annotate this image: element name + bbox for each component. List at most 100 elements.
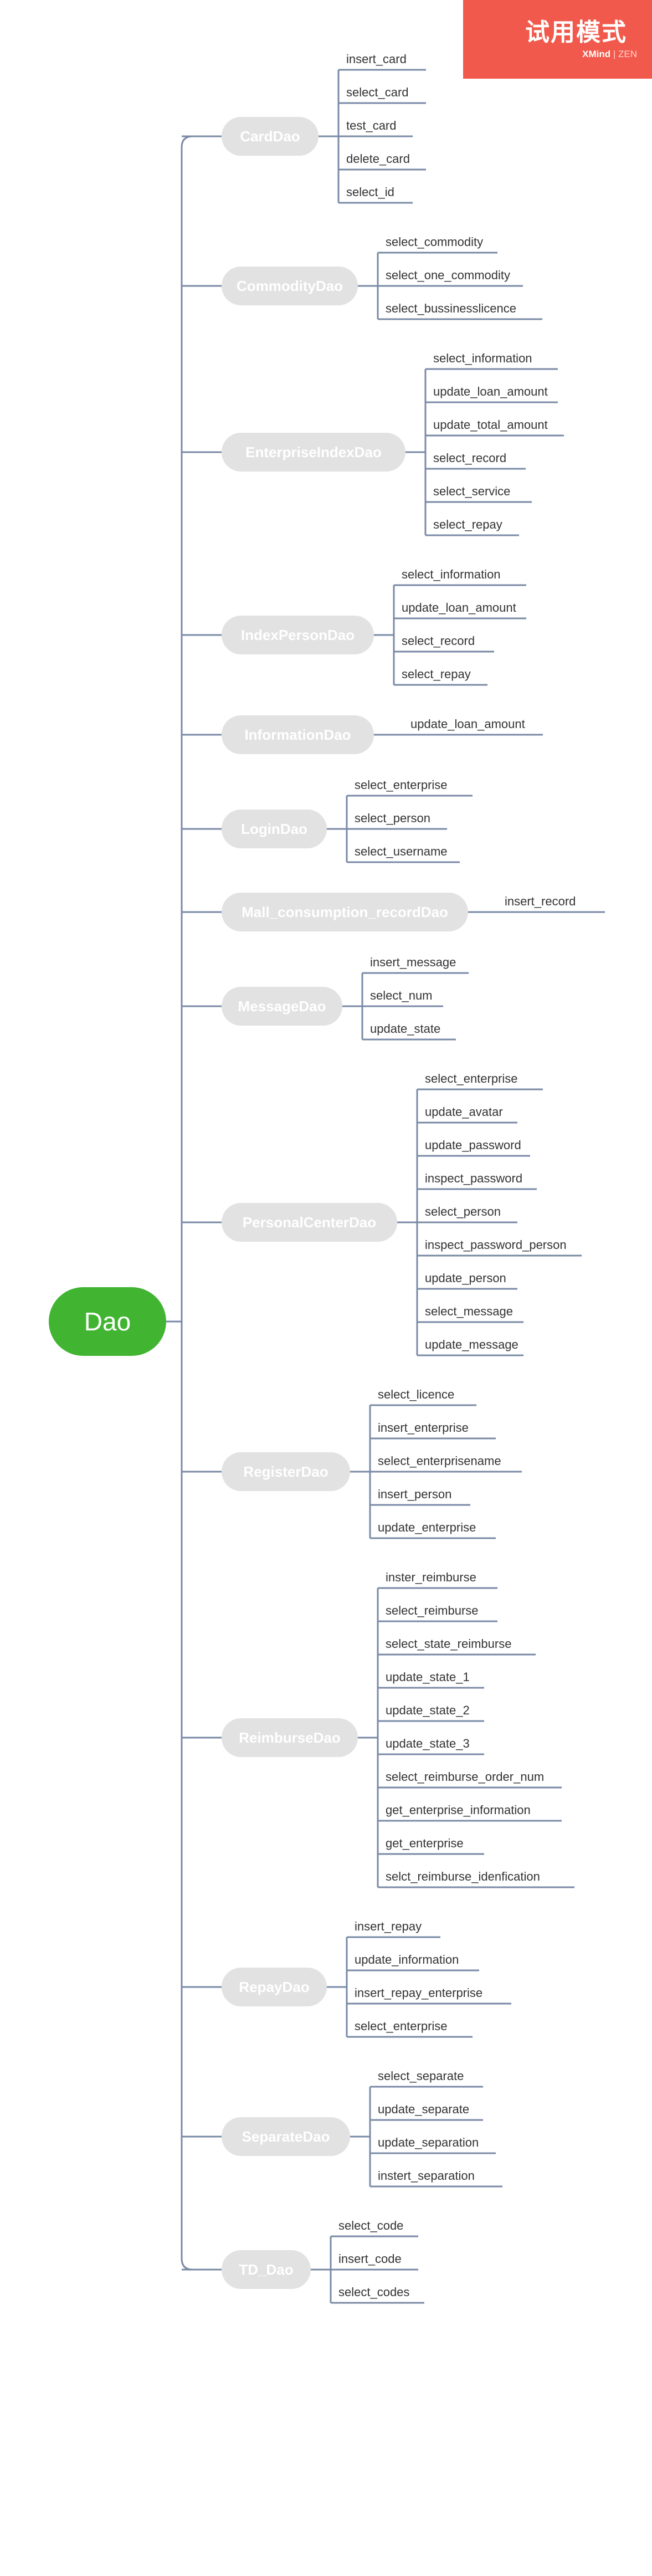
trial-mode-badge[interactable]	[463, 0, 652, 79]
leaf-label[interactable]: select_enterprise	[355, 2019, 448, 2033]
leaf-label[interactable]: update_loan_amount	[410, 717, 525, 731]
branch-node-informationdao[interactable]: InformationDao	[222, 715, 374, 754]
branch-node-label: Mall_consumption_recordDao	[242, 904, 448, 920]
leaf-label[interactable]: select_record	[433, 451, 506, 465]
leaf-label[interactable]: inster_reimburse	[386, 1570, 476, 1584]
leaf-label[interactable]: update_enterprise	[378, 1520, 476, 1534]
leaf-label[interactable]: select_reimburse_order_num	[386, 1770, 544, 1784]
branch-node-separatedao[interactable]: SeparateDao	[222, 2117, 350, 2156]
leaf-label[interactable]: select_record	[402, 634, 475, 648]
leaf-label[interactable]: select_one_commodity	[386, 268, 510, 282]
leaf-label[interactable]: insert_card	[346, 52, 407, 66]
branch-node-label: RepayDao	[239, 1979, 309, 1995]
leaf-label[interactable]: update_message	[425, 1338, 518, 1351]
leaf-label[interactable]: select_enterprise	[425, 1072, 518, 1085]
leaf-label[interactable]: select_reimburse	[386, 1604, 479, 1617]
leaf-label[interactable]: select_licence	[378, 1387, 454, 1401]
branch-node-label: TD_Dao	[239, 2261, 293, 2278]
root-node-label: Dao	[84, 1307, 131, 1336]
branch-node-shape	[222, 1718, 358, 1757]
branch-node-label: PersonalCenterDao	[243, 1214, 376, 1231]
branch-node-label: EnterpriseIndexDao	[245, 444, 382, 460]
branch-node-shape	[222, 987, 342, 1026]
leaf-label[interactable]: selct_reimburse_idenfication	[386, 1870, 540, 1883]
trial-mode-title: 试用模式	[525, 18, 627, 47]
branch-node-logindao[interactable]: LoginDao	[222, 810, 327, 848]
branch-node-label: IndexPersonDao	[241, 627, 355, 643]
leaf-label[interactable]: select_message	[425, 1304, 513, 1318]
branch-node-label: ReimburseDao	[239, 1729, 341, 1746]
leaf-label[interactable]: select_codes	[338, 2285, 409, 2299]
leaf-label[interactable]: insert_message	[370, 955, 456, 969]
branch-node-shape	[222, 893, 468, 931]
leaf-label[interactable]: update_state_1	[386, 1670, 470, 1684]
leaf-label[interactable]: inspect_password_person	[425, 1238, 567, 1252]
branch-node-mall-consumption-recorddao[interactable]: Mall_consumption_recordDao	[222, 893, 468, 931]
leaf-label[interactable]: select_code	[338, 2219, 403, 2232]
leaf-label[interactable]: select_num	[370, 989, 433, 1002]
leaf-label[interactable]: get_enterprise_information	[386, 1803, 531, 1817]
leaf-label[interactable]: select_state_reimburse	[386, 1637, 511, 1651]
branch-node-label: InformationDao	[244, 726, 351, 743]
leaf-label[interactable]: inspect_password	[425, 1171, 522, 1185]
branch-node-registerdao[interactable]: RegisterDao	[222, 1452, 350, 1491]
root-node[interactable]: Dao	[49, 1287, 166, 1356]
branch-node-personalcenterdao[interactable]: PersonalCenterDao	[222, 1203, 397, 1242]
leaf-label[interactable]: select_information	[402, 567, 501, 581]
leaf-label[interactable]: update_separation	[378, 2135, 479, 2149]
branch-node-shape	[222, 715, 374, 754]
branch-node-shape	[222, 616, 374, 654]
branch-node-reimbursedao[interactable]: ReimburseDao	[222, 1718, 358, 1757]
leaf-label[interactable]: select_commodity	[386, 235, 483, 249]
leaf-label[interactable]: update_total_amount	[433, 418, 548, 432]
branch-node-shape	[222, 433, 405, 472]
leaf-label[interactable]: select_information	[433, 351, 532, 365]
branch-node-carddao[interactable]: CardDao	[222, 117, 319, 156]
leaf-label[interactable]: update_loan_amount	[433, 385, 548, 398]
leaf-label[interactable]: update_state_2	[386, 1703, 470, 1717]
leaf-label[interactable]: insert_repay	[355, 1919, 422, 1933]
root-node-shape	[49, 1287, 166, 1356]
leaf-label[interactable]: select_repay	[402, 667, 471, 681]
leaf-label[interactable]: select_separate	[378, 2069, 464, 2083]
branch-node-messagedao[interactable]: MessageDao	[222, 987, 342, 1026]
branch-node-shape	[222, 810, 327, 848]
branch-node-shape	[222, 2117, 350, 2156]
branch-node-enterpriseindexdao[interactable]: EnterpriseIndexDao	[222, 433, 405, 472]
branch-node-repaydao[interactable]: RepayDao	[222, 1968, 327, 2006]
leaf-label[interactable]: update_password	[425, 1138, 521, 1152]
leaf-label[interactable]: insert_enterprise	[378, 1421, 469, 1435]
leaf-label[interactable]: update_state	[370, 1022, 440, 1036]
leaf-label[interactable]: update_information	[355, 1953, 459, 1966]
branch-node-label: CardDao	[240, 128, 300, 145]
branch-node-td-dao[interactable]: TD_Dao	[222, 2250, 311, 2289]
leaf-label[interactable]: select_card	[346, 85, 409, 99]
leaf-label[interactable]: instert_separation	[378, 2169, 475, 2183]
leaf-label[interactable]: test_card	[346, 119, 397, 132]
leaf-label[interactable]: update_separate	[378, 2102, 469, 2116]
leaf-label[interactable]: update_loan_amount	[402, 601, 516, 614]
leaf-label[interactable]: select_enterprise	[355, 778, 448, 792]
leaf-label[interactable]: select_enterprisename	[378, 1454, 501, 1468]
branch-node-indexpersondao[interactable]: IndexPersonDao	[222, 616, 374, 654]
leaf-label[interactable]: insert_repay_enterprise	[355, 1986, 482, 2000]
leaf-label[interactable]: insert_person	[378, 1487, 451, 1501]
branch-node-commoditydao[interactable]: CommodityDao	[222, 267, 358, 305]
leaf-label[interactable]: insert_code	[338, 2252, 402, 2266]
leaf-label[interactable]: insert_record	[505, 894, 576, 908]
leaf-label[interactable]: select_repay	[433, 518, 502, 531]
leaf-label[interactable]: delete_card	[346, 152, 410, 166]
branch-node-label: SeparateDao	[242, 2128, 330, 2145]
leaf-label[interactable]: get_enterprise	[386, 1836, 464, 1850]
branch-node-shape	[222, 117, 319, 156]
leaf-label[interactable]: select_person	[425, 1205, 501, 1218]
branch-node-label: CommodityDao	[237, 278, 343, 294]
leaf-label[interactable]: select_username	[355, 844, 448, 858]
leaf-label[interactable]: update_state_3	[386, 1737, 470, 1750]
leaf-label[interactable]: select_id	[346, 185, 394, 199]
leaf-label[interactable]: select_service	[433, 484, 510, 498]
leaf-label[interactable]: update_person	[425, 1271, 506, 1285]
leaf-label[interactable]: update_avatar	[425, 1105, 503, 1119]
leaf-label[interactable]: select_bussinesslicence	[386, 301, 516, 315]
leaf-label[interactable]: select_person	[355, 811, 430, 825]
